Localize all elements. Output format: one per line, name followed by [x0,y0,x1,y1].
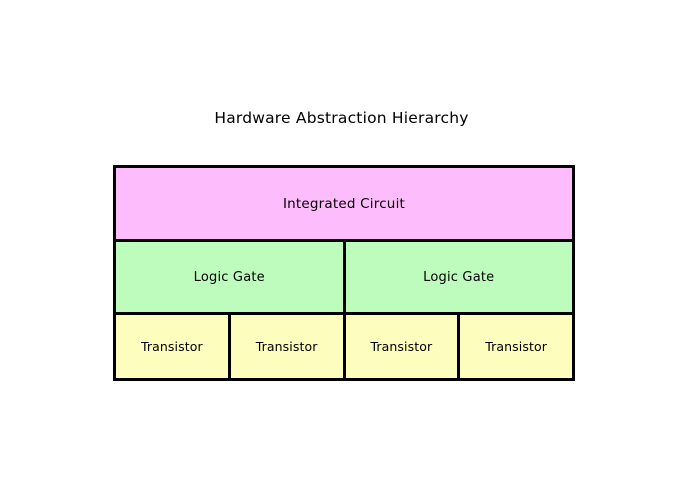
block-logic-gate-1[interactable]: Logic Gate [116,242,343,312]
block-transistor-2[interactable]: Transistor [227,315,343,378]
block-logic-gate-2[interactable]: Logic Gate [342,242,572,312]
block-transistor-3[interactable]: Transistor [342,315,458,378]
tier-transistor: Transistor Transistor Transistor Transis… [116,312,572,378]
hardware-abstraction-hierarchy: Integrated Circuit Logic Gate Logic Gate… [113,165,575,381]
block-transistor-4[interactable]: Transistor [457,315,572,378]
tier-integrated-circuit: Integrated Circuit [116,168,572,239]
block-transistor-1[interactable]: Transistor [116,315,228,378]
block-integrated-circuit-1[interactable]: Integrated Circuit [116,168,572,239]
page-title: Hardware Abstraction Hierarchy [214,109,469,127]
tier-logic-gate: Logic Gate Logic Gate [116,239,572,312]
